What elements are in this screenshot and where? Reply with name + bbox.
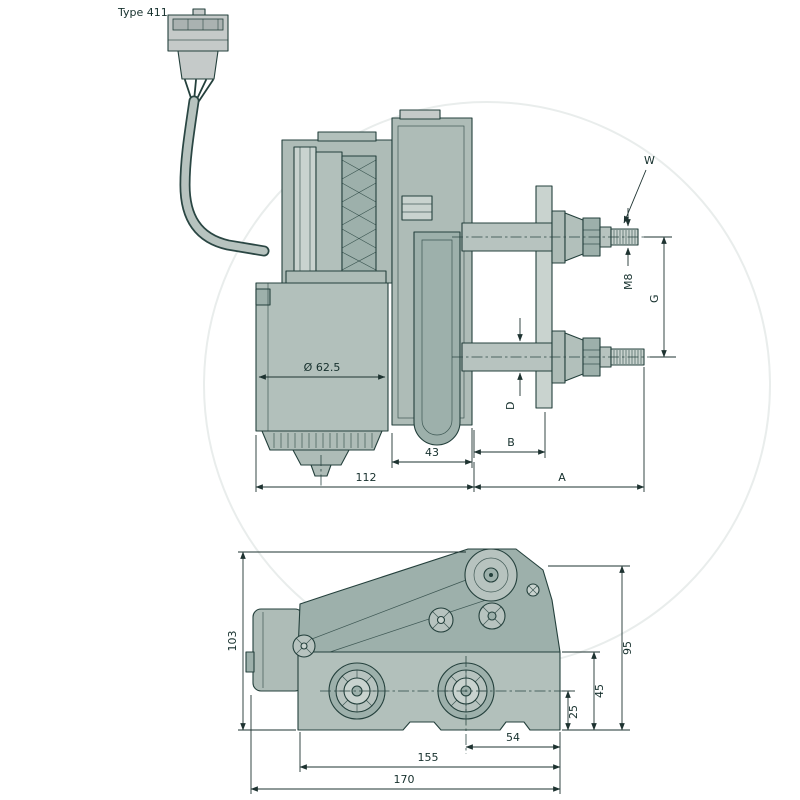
dim-label-43: 43 (425, 446, 439, 459)
bracket-arm (413, 231, 461, 446)
dim-label-54: 54 (506, 731, 520, 744)
front-view: 103 95 45 25 54 155 (226, 548, 634, 794)
motor-endcap (261, 430, 383, 451)
dim-label-170: 170 (394, 773, 415, 786)
dim-45: 45 (562, 651, 606, 731)
motor-can (255, 282, 389, 432)
type-label: Type 411 (117, 6, 168, 19)
bracket-inner-line (421, 239, 453, 436)
hex-nut-upper (401, 195, 433, 221)
brush-cap (293, 146, 317, 278)
motor-body (255, 282, 389, 486)
dim-label-25: 25 (567, 705, 580, 719)
tv-hub-bolt (526, 583, 540, 597)
side-view: Type 411 (117, 6, 676, 492)
dim-112: 112 (255, 435, 475, 492)
dim-25: 25 (562, 690, 580, 731)
dim-103: 103 (226, 551, 466, 731)
dim-label-d: D (504, 402, 517, 410)
dim-label-dia-motor: Ø 62.5 (304, 361, 341, 374)
dim-155: 155 (299, 732, 561, 772)
dim-95: 95 (548, 565, 634, 731)
gearbox-mid (315, 151, 343, 273)
dim-54: 54 (465, 731, 561, 752)
dim-label-45: 45 (593, 684, 606, 698)
connector-neck (177, 50, 219, 80)
mounting-plate (391, 109, 473, 446)
dim-label-103: 103 (226, 631, 239, 652)
endcap-knurl (273, 433, 373, 448)
dim-label-155: 155 (418, 751, 439, 764)
wiper-shaft-bottom (452, 330, 676, 384)
dim-label-112: 112 (356, 471, 377, 484)
dim-b: B (473, 412, 546, 458)
tv-bearing-boss-left (328, 662, 386, 720)
plate-top-tab (399, 109, 441, 120)
tv-gear-boss (478, 602, 506, 630)
dim-label-w: W (644, 154, 655, 167)
shaft-carrier-plate (535, 185, 553, 409)
gearbox-top-cap (317, 131, 377, 142)
dim-g: G (644, 236, 676, 358)
tv-star-bolt-mid (428, 607, 454, 633)
connector-pin-band (172, 18, 224, 31)
tv-crank-hub (464, 548, 540, 602)
connector-wires (184, 79, 214, 102)
cable (179, 95, 270, 257)
wiper-shaft-top (452, 210, 670, 264)
dim-label-b: B (507, 436, 515, 449)
worm-crosshatch (341, 159, 377, 271)
tv-slant-housing (297, 548, 561, 653)
dim-label-a: A (558, 471, 566, 484)
dim-m8: M8 (622, 208, 635, 290)
dim-label-m8: M8 (622, 274, 635, 291)
tv-slant-line-1 (303, 579, 467, 643)
dim-a: A (473, 367, 645, 492)
motor-terminal (255, 288, 271, 306)
dim-43: 43 (391, 428, 473, 468)
gearbox-flange (285, 270, 387, 284)
tv-slant-line-2 (329, 591, 511, 653)
worm-section (341, 155, 377, 272)
dim-170: 170 (250, 695, 561, 794)
dim-dia-motor: Ø 62.5 (258, 361, 386, 380)
dim-label-95: 95 (621, 641, 634, 655)
tv-boss-left-spokes (336, 670, 378, 712)
dim-d: D (504, 318, 523, 410)
dim-label-g: G (648, 294, 661, 303)
dim-w: W (623, 154, 655, 224)
tv-star-bolt-left (292, 634, 316, 658)
tv-motor-nub (245, 651, 255, 673)
gearbox-housing (281, 131, 393, 284)
connector-plug-icon (167, 8, 229, 102)
